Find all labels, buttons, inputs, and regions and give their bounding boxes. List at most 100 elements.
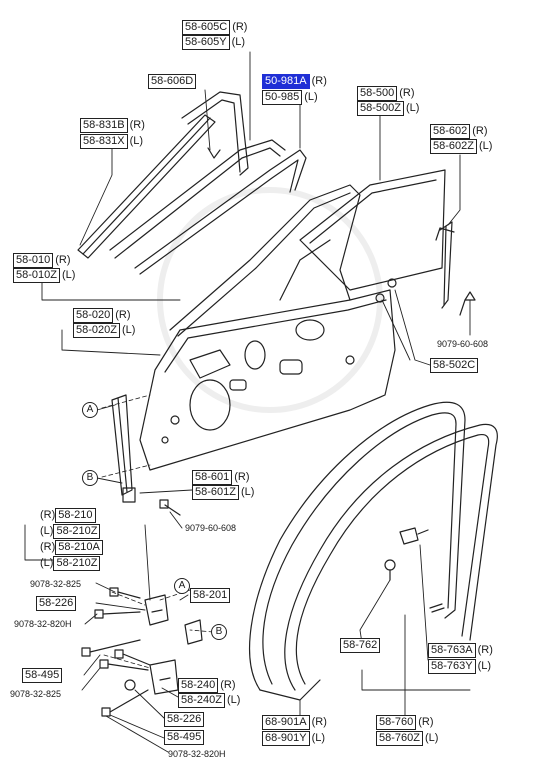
label-58-500Z: 58-500Z(L) xyxy=(357,101,419,116)
label-58-500: 58-500(R) xyxy=(357,86,415,101)
label-58-763A: 58-763A(R) xyxy=(428,643,493,658)
label-58-210A: (R)58-210A xyxy=(38,540,103,555)
label-58-760: 58-760(R) xyxy=(376,715,434,730)
part-code[interactable]: 58-605C xyxy=(182,20,231,35)
part-code[interactable]: 58-240Z xyxy=(178,693,225,708)
label-58-010Z: 58-010Z(L) xyxy=(13,268,75,283)
part-code[interactable]: 58-020 xyxy=(73,308,114,323)
callout-A-lower: A xyxy=(174,578,190,594)
label-58-502C: 58-502C xyxy=(430,358,479,373)
part-code[interactable]: 58-210A xyxy=(55,540,103,555)
leader-lines xyxy=(24,51,471,753)
label-58-020Z: 58-020Z(L) xyxy=(73,323,135,338)
label-58-606D: 58-606D xyxy=(148,74,197,89)
door-frame-sash xyxy=(169,184,361,337)
clips-58-502C xyxy=(375,278,397,303)
bolts-hinge xyxy=(81,587,151,717)
label-58-602: 58-602(R) xyxy=(430,124,488,139)
label-58-831X: 58-831X(L) xyxy=(80,134,143,149)
part-code[interactable]: 58-495 xyxy=(164,730,205,745)
part-code[interactable]: 58-201 xyxy=(190,588,231,603)
run-channel-58-606D xyxy=(181,91,249,176)
label-58-010: 58-010(R) xyxy=(13,253,71,268)
part-code[interactable]: 58-760 xyxy=(376,715,417,730)
glass-run-58-605 xyxy=(109,139,286,259)
clip-58-763 xyxy=(399,527,429,545)
part-code[interactable]: 58-601Z xyxy=(192,485,239,500)
label-50-981A: 50-981A(R) xyxy=(262,74,327,89)
part-code[interactable]: 58-226 xyxy=(164,712,205,727)
part-code[interactable]: 58-760Z xyxy=(376,731,423,746)
label-58-240: 58-240(R) xyxy=(178,678,236,693)
part-code[interactable]: 58-602Z xyxy=(430,139,477,154)
part-code[interactable]: 58-020Z xyxy=(73,323,120,338)
part-code[interactable]: 68-901A xyxy=(262,715,310,730)
callout-B-lower: B xyxy=(211,624,227,640)
label-58-762: 58-762 xyxy=(340,638,381,653)
label-58-226-b: 58-226 xyxy=(164,712,205,727)
label-58-226-a: 58-226 xyxy=(36,596,77,611)
label-58-601Z: 58-601Z(L) xyxy=(192,485,254,500)
part-code[interactable]: 58-210 xyxy=(55,508,96,523)
callout-B-upper: B xyxy=(82,470,98,486)
part-code[interactable]: 58-831B xyxy=(80,118,128,133)
part-code-highlighted[interactable]: 50-981A xyxy=(262,74,310,89)
label-9078-32-825-b: 9078-32-825 xyxy=(10,689,62,699)
label-58-020: 58-020(R) xyxy=(73,308,131,323)
label-9078-32-820H-b: 9078-32-820H xyxy=(168,749,226,759)
part-code[interactable]: 58-763Y xyxy=(428,659,476,674)
part-code[interactable]: 58-210Z xyxy=(53,556,101,571)
part-code[interactable]: 58-495 xyxy=(22,668,63,683)
part-code[interactable]: 58-602 xyxy=(430,124,471,139)
label-68-901Y: 68-901Y(L) xyxy=(262,731,325,746)
part-code[interactable]: 58-762 xyxy=(340,638,381,653)
label-9079-60-608-top: 9079-60-608 xyxy=(437,339,489,349)
door-weatherstrip-68-901 xyxy=(284,423,498,691)
label-58-495-b: 58-495 xyxy=(164,730,205,745)
label-58-201: 58-201 xyxy=(190,588,231,603)
part-code[interactable]: 58-605Y xyxy=(182,35,230,50)
label-58-210: (R)58-210 xyxy=(38,508,96,523)
part-code[interactable]: 58-831X xyxy=(80,134,128,149)
label-58-760Z: 58-760Z(L) xyxy=(376,731,438,746)
part-code[interactable]: 58-010 xyxy=(13,253,54,268)
door-glass-58-500 xyxy=(299,169,446,291)
part-code[interactable]: 58-763A xyxy=(428,643,476,658)
clip-58-762 xyxy=(384,559,396,581)
part-code[interactable]: 50-985 xyxy=(262,90,303,105)
part-code[interactable]: 68-901Y xyxy=(262,731,310,746)
bolt-mid xyxy=(159,499,181,516)
door-check-58-201 xyxy=(184,619,203,645)
part-code[interactable]: 58-226 xyxy=(36,596,77,611)
part-code[interactable]: 58-500 xyxy=(357,86,398,101)
hinge-upper-58-210 xyxy=(144,594,169,626)
label-9078-32-825-a: 9078-32-825 xyxy=(30,579,82,589)
outer-belt-strip-58-831 xyxy=(77,114,216,259)
label-58-210Z: (L)58-210Z xyxy=(38,524,101,539)
part-code[interactable]: 58-502C xyxy=(430,358,479,373)
door-shell-58-010 xyxy=(139,289,396,471)
dashed-lines xyxy=(101,394,214,669)
label-9078-32-820H-a: 9078-32-820H xyxy=(14,619,72,629)
front-channel-58-601 xyxy=(111,394,136,503)
label-58-763Y: 58-763Y(L) xyxy=(428,659,491,674)
part-code[interactable]: 58-601 xyxy=(192,470,233,485)
label-58-602Z: 58-602Z(L) xyxy=(430,139,492,154)
label-58-240Z: 58-240Z(L) xyxy=(178,693,240,708)
callout-A-upper: A xyxy=(82,402,98,418)
clips-small xyxy=(429,603,445,613)
rear-channel-58-602 xyxy=(435,221,455,309)
label-50-985: 50-985(L) xyxy=(262,90,318,105)
part-code[interactable]: 58-606D xyxy=(148,74,197,89)
bolt-top xyxy=(459,291,476,316)
label-68-901A: 68-901A(R) xyxy=(262,715,327,730)
label-58-210Z-2: (L)58-210Z xyxy=(38,556,101,571)
part-code[interactable]: 58-240 xyxy=(178,678,219,693)
label-58-831B: 58-831B(R) xyxy=(80,118,145,133)
label-58-605C: 58-605C(R) xyxy=(182,20,247,35)
part-code[interactable]: 58-500Z xyxy=(357,101,404,116)
part-code[interactable]: 58-210Z xyxy=(53,524,101,539)
label-58-605Y: 58-605Y(L) xyxy=(182,35,245,50)
part-code[interactable]: 58-010Z xyxy=(13,268,60,283)
